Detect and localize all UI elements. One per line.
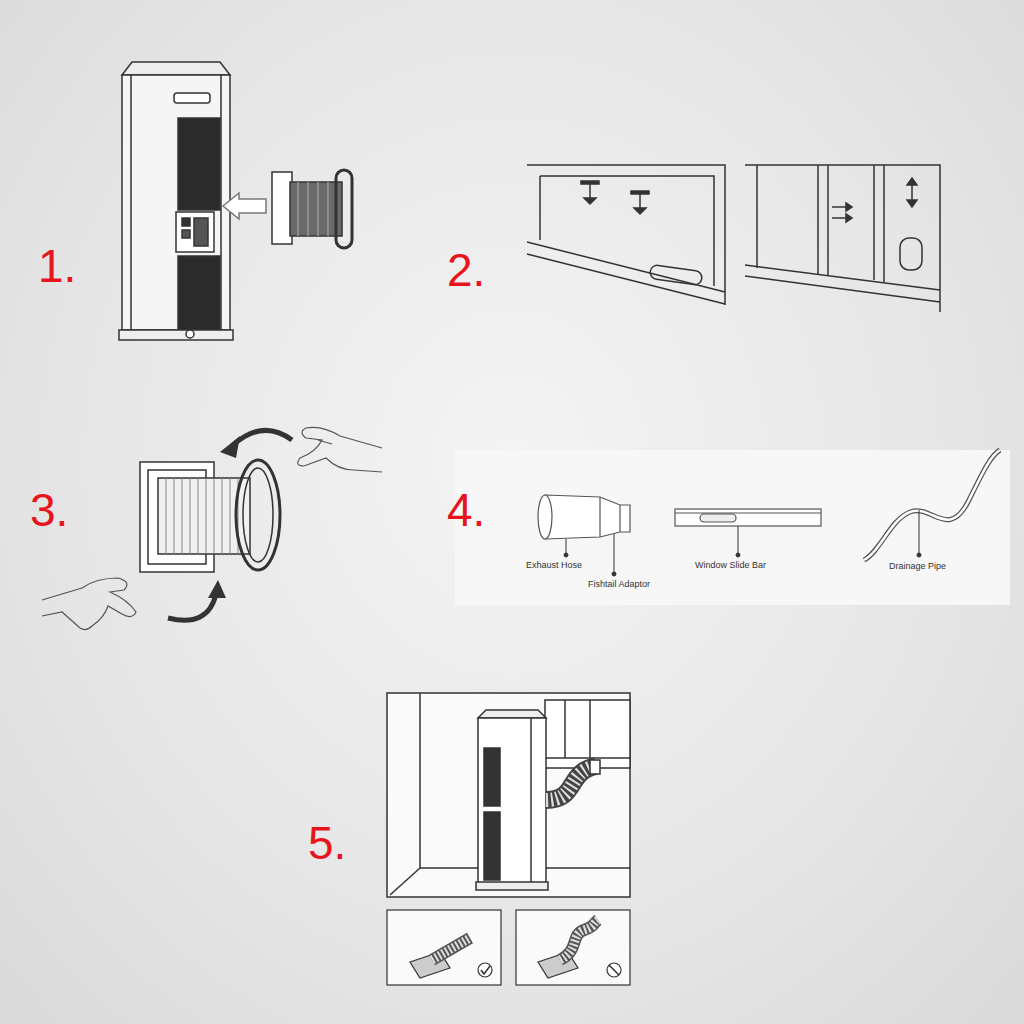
hands [42, 427, 382, 629]
window-slide-bar [675, 509, 821, 526]
part-label: Drainage Pipe [889, 562, 946, 572]
hose-extension [140, 460, 280, 572]
drainage-pipe [864, 450, 1000, 560]
installed-scene [387, 693, 630, 897]
step-number: 3. [30, 487, 68, 533]
window-frame [527, 165, 725, 305]
sliding-window [745, 165, 940, 312]
rotate-arrows [168, 430, 292, 620]
correct-hose-example [387, 910, 501, 985]
leader-lines [564, 510, 921, 576]
exhaust-hose [272, 170, 352, 248]
part-label: Fishtail Adaptor [588, 580, 650, 590]
parts-panel [455, 450, 1010, 605]
air-conditioner-unit [119, 62, 233, 340]
step-number: 5. [308, 820, 346, 866]
wrong-hose-example [516, 910, 630, 985]
step-number: 4. [447, 487, 485, 533]
step-number: 2. [447, 247, 485, 293]
part-label: Exhaust Hose [526, 561, 582, 571]
step-number: 1. [38, 243, 76, 289]
insert-arrow [223, 193, 266, 219]
part-label: Window Slide Bar [695, 561, 766, 571]
exhaust-hose-part [538, 495, 630, 539]
